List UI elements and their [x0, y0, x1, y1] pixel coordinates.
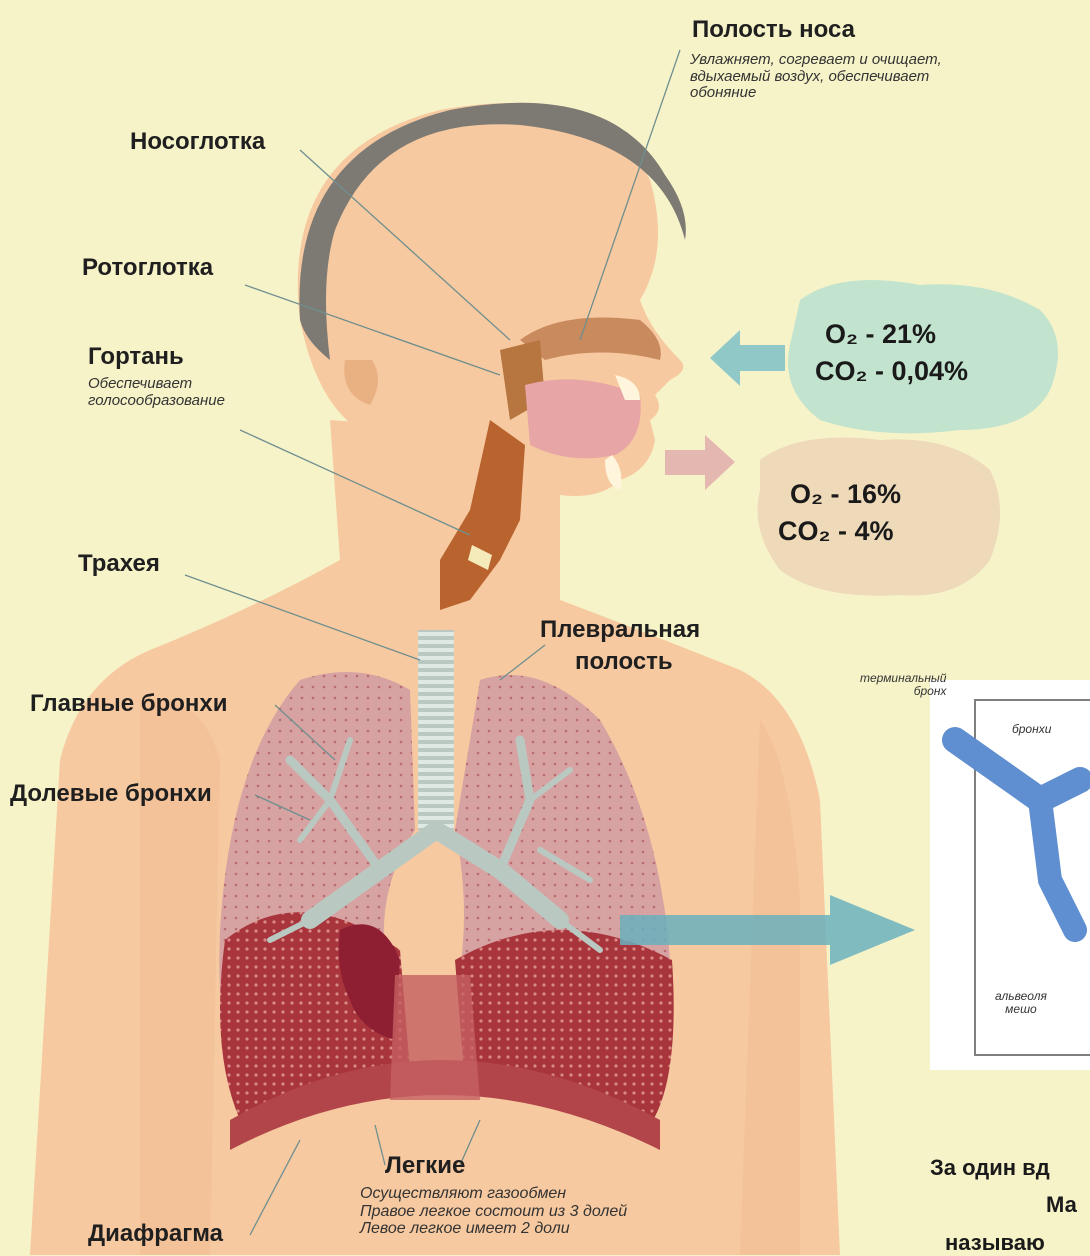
pleural-cavity-label-2: полость	[575, 648, 673, 676]
bottom-text-line-2: Ма	[1046, 1192, 1077, 1218]
alveolar-sac-label: альвеоля мешо	[995, 990, 1047, 1016]
nasal-cavity-label: Полость носа	[692, 16, 855, 44]
diaphragm-label: Диафрагма	[88, 1220, 223, 1248]
nasopharynx-label: Носоглотка	[130, 128, 265, 156]
larynx-note: Обеспечивает голосообразование	[88, 376, 225, 409]
terminal-bronchus-label: терминальный бронх	[860, 672, 946, 698]
inhaled-o2: O₂ - 21%	[825, 316, 936, 352]
main-bronchi-label: Главные бронхи	[30, 690, 228, 718]
lobar-bronchi-label: Долевые бронхи	[10, 780, 212, 808]
exhaled-o2: O₂ - 16%	[790, 476, 901, 512]
inhale-arrow	[710, 330, 785, 386]
trachea-label: Трахея	[78, 550, 160, 578]
bottom-text-line-1: За один вд	[930, 1155, 1050, 1181]
oropharynx-label: Ротоглотка	[82, 254, 213, 282]
bottom-text-line-3: называю	[945, 1230, 1045, 1256]
lungs-note: Осуществляют газообмен Правое легкое сос…	[360, 1185, 627, 1238]
pleural-cavity-label-1: Плевральная	[540, 616, 700, 644]
inhaled-co2: CO₂ - 0,04%	[815, 353, 968, 389]
exhale-arrow	[665, 435, 735, 490]
exhaled-co2: CO₂ - 4%	[778, 513, 894, 549]
trachea	[418, 630, 454, 830]
bronchiole-label: бронхи	[1012, 723, 1051, 736]
lungs-label: Легкие	[385, 1152, 465, 1180]
larynx-label: Гортань	[88, 343, 184, 371]
nasal-cavity-note: Увлажняет, согревает и очищает, вдыхаемы…	[690, 52, 942, 102]
